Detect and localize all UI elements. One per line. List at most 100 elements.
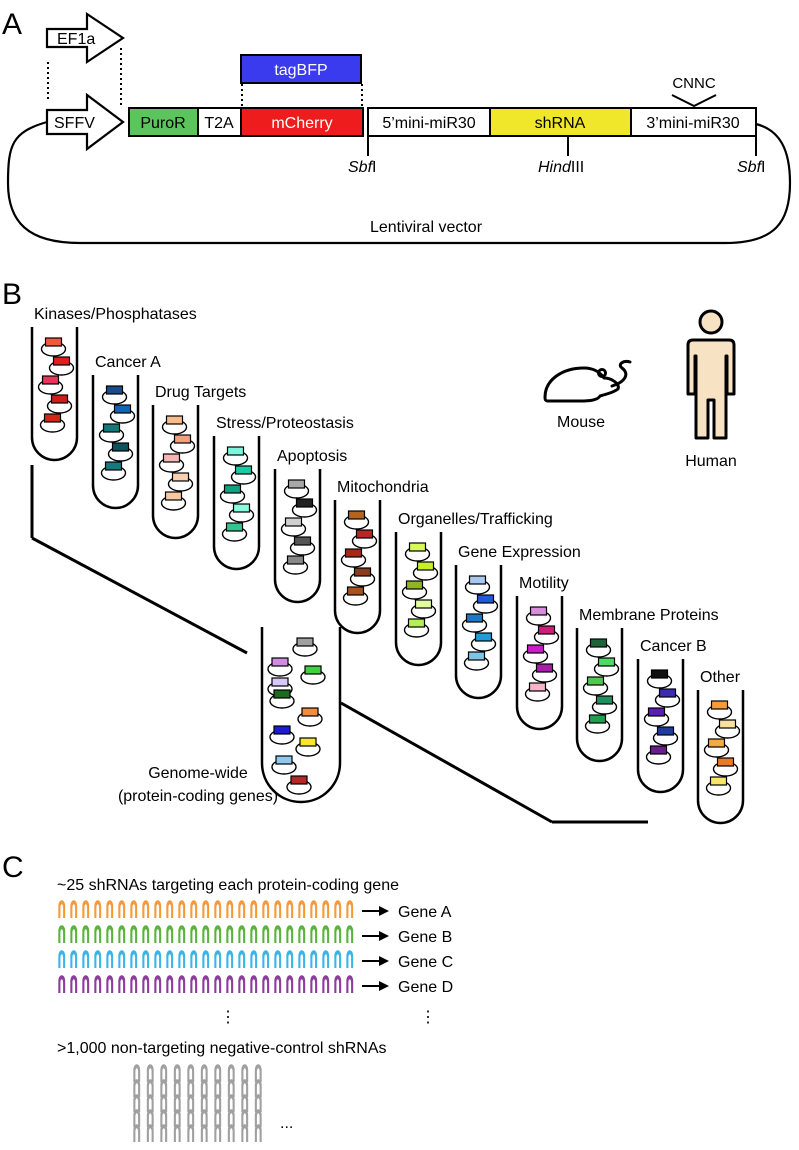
control-shrna-row [133, 1094, 262, 1113]
shrna-plasmid [291, 498, 318, 518]
tube-outline [696, 690, 745, 825]
shrna-hairpin [142, 925, 150, 944]
shrna-hairpin [322, 925, 330, 944]
shrna-hairpin [298, 900, 306, 919]
shrna-hairpin [154, 975, 162, 994]
shrna-hairpin [262, 975, 270, 994]
tube-outline [454, 565, 503, 700]
tube-outline [636, 659, 685, 794]
shrna-hairpin [202, 925, 210, 944]
shrna-hairpin [166, 950, 174, 969]
shrna-plasmid [221, 522, 248, 542]
shrna-hairpin [286, 925, 294, 944]
shrna-hairpin [154, 925, 162, 944]
shrna-hairpin [322, 900, 330, 919]
shrna-plasmid [101, 385, 128, 405]
shrna-hairpin [262, 925, 270, 944]
shrna-plasmid [349, 567, 376, 587]
shrna-plasmid [228, 503, 255, 523]
shrna-hairpin [166, 900, 174, 919]
library-label: Stress/Proteostasis [216, 415, 354, 432]
shrna-hairpin [226, 925, 234, 944]
shrna-plasmid [160, 491, 187, 511]
shrna-plasmid [531, 663, 558, 683]
shrna-hairpin [250, 975, 258, 994]
shrna-hairpin [254, 1124, 262, 1143]
shrna-hairpin [142, 975, 150, 994]
shrna-plasmid [40, 337, 67, 357]
shrna-hairpin [214, 975, 222, 994]
library-tube-2: Cancer A [91, 354, 161, 510]
shrna-plasmid [584, 714, 611, 734]
shrna-plasmid [652, 726, 679, 746]
shrna-plasmid [222, 446, 249, 466]
shrna-plasmid [219, 484, 246, 504]
shrna-plasmid [401, 580, 428, 600]
shrna-hairpin [70, 900, 78, 919]
shrna-plasmid [297, 707, 323, 727]
ef1a-promoter-arrow: EF1a [45, 11, 125, 65]
shrna-hairpin [262, 950, 270, 969]
panel-a-letter: A [2, 8, 22, 41]
shrna-hairpin [322, 950, 330, 969]
gene-label: Gene B [398, 929, 452, 946]
library-tube-7: Organelles/Trafficking [394, 511, 553, 667]
shrna-hairpin [187, 1124, 195, 1143]
shrna-hairpin [106, 925, 114, 944]
shrna-hairpin [118, 900, 126, 919]
library-tube-12: Other [696, 669, 745, 825]
shrna-hairpin [82, 900, 90, 919]
panel-c-letter: C [2, 851, 24, 884]
shrna-hairpin [146, 1124, 154, 1143]
shrna-hairpin [94, 925, 102, 944]
target-arrow-head [379, 931, 389, 941]
library-label: Membrane Proteins [579, 607, 719, 624]
shrna-hairpin [142, 950, 150, 969]
shrna-plasmid [705, 776, 732, 796]
genome-wide-label-line2: (protein-coding genes) [118, 788, 278, 805]
shrna-plasmid [280, 517, 307, 537]
library-tube-8: Gene Expression [454, 544, 581, 700]
shrna-plasmid [403, 618, 430, 638]
tube-outline [91, 375, 140, 510]
backbone-label: Lentiviral vector [370, 219, 483, 236]
shrna-hairpin [202, 975, 210, 994]
shrna-plasmid [645, 745, 672, 765]
shrna-hairpin [178, 950, 186, 969]
library-label: Drug Targets [155, 384, 246, 401]
shrna-hairpin [250, 950, 258, 969]
shrna-hairpin [250, 900, 258, 919]
library-label: Motility [519, 575, 569, 592]
shrna-hairpin [202, 950, 210, 969]
gene-shrna-set [58, 925, 354, 944]
shrna-hairpin [346, 950, 354, 969]
control-shrna-row [133, 1064, 262, 1083]
shrna-hairpin [70, 925, 78, 944]
library-label: Other [700, 669, 741, 686]
shrna-hairpin [118, 975, 126, 994]
t2a-label: T2A [204, 115, 234, 132]
shrna-hairpin [310, 950, 318, 969]
lentiviral-backbone [6, 120, 792, 245]
shrna-hairpin [227, 1124, 235, 1143]
shrna-plasmid [522, 644, 549, 664]
shrna-plasmid [289, 536, 316, 556]
shrna-hairpin [214, 900, 222, 919]
shrna-plasmid [703, 738, 730, 758]
library-label: Kinases/Phosphatases [34, 306, 197, 323]
shrna-hairpin [286, 950, 294, 969]
control-shrna-row [133, 1109, 262, 1128]
gene-shrna-set [58, 900, 354, 919]
shrna-plasmid [463, 651, 490, 671]
human-icon [686, 309, 736, 440]
sffv-label: SFFV [54, 115, 95, 132]
controls-more: ... [280, 1115, 293, 1132]
shrna-hairpin [82, 950, 90, 969]
shrna-hairpin [238, 975, 246, 994]
shrna-hairpin [250, 925, 258, 944]
shrna-hairpin [190, 975, 198, 994]
gene-shrna-set [58, 975, 354, 994]
shrna-plasmid [282, 555, 309, 575]
library-tube-6: Mitochondria [333, 479, 429, 635]
